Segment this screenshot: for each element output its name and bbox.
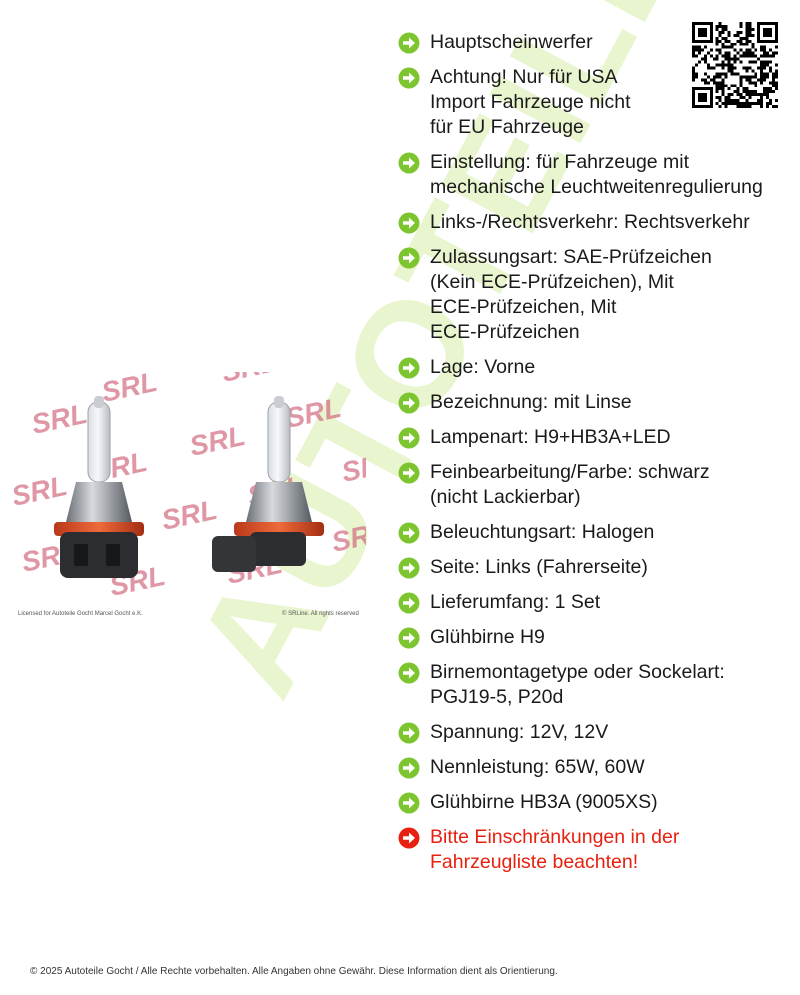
footer-copyright: © 2025 Autoteile Gocht / Alle Rechte vor… (30, 966, 558, 977)
feature-text: Links-/Rechtsverkehr: Rechtsverkehr (430, 211, 750, 233)
feature-text: Seite: Links (Fahrerseite) (430, 556, 648, 578)
feature-item: Spannung: 12V, 12V (398, 720, 793, 745)
feature-item: Links-/Rechtsverkehr: Rechtsverkehr (398, 210, 793, 235)
feature-item: Feinbearbeitung/Farbe: schwarz (nicht La… (398, 460, 793, 510)
arrow-circle-green-icon (398, 557, 420, 579)
feature-item: Zulassungsart: SAE-Prüfzeichen (Kein ECE… (398, 245, 793, 345)
arrow-circle-green-icon (398, 662, 420, 684)
feature-item: Hauptscheinwerfer (398, 30, 793, 55)
feature-text: Bitte Einschränkungen in der Fahrzeuglis… (430, 826, 680, 873)
arrow-circle-green-icon (398, 212, 420, 234)
srl-brand-mark: SRL (329, 516, 366, 558)
feature-text: Birnemontagetype oder Sockelart: PGJ19-5… (430, 661, 725, 708)
srl-brand-mark: SRL (29, 398, 90, 440)
qr-code[interactable] (692, 22, 778, 108)
srl-brand-mark: SRL (14, 470, 70, 512)
srl-brand-mark: SRL (159, 494, 220, 536)
srl-brand-mark: SRL (187, 420, 248, 462)
feature-item: Nennleistung: 65W, 60W (398, 755, 793, 780)
arrow-circle-green-icon (398, 792, 420, 814)
feature-text: Hauptscheinwerfer (430, 31, 593, 53)
bulb-left (54, 396, 144, 578)
srl-brand-mark: SRL (283, 392, 344, 434)
feature-item: Glühbirne H9 (398, 625, 793, 650)
arrow-circle-green-icon (398, 152, 420, 174)
bulb-right (212, 396, 324, 572)
photo-caption-right: © SRLine. All rights reserved (282, 610, 359, 617)
arrow-circle-green-icon (398, 722, 420, 744)
arrow-circle-green-icon (398, 67, 420, 89)
srl-brand-mark: SRL (339, 446, 366, 488)
feature-item: Glühbirne HB3A (9005XS) (398, 790, 793, 815)
feature-item: Beleuchtungsart: Halogen (398, 520, 793, 545)
srl-brand-mark: SRL (99, 372, 160, 408)
arrow-circle-red-icon (398, 827, 420, 849)
feature-item: Achtung! Nur für USA Import Fahrzeuge ni… (398, 65, 793, 140)
arrow-circle-green-icon (398, 32, 420, 54)
arrow-circle-green-icon (398, 357, 420, 379)
arrow-circle-green-icon (398, 247, 420, 269)
feature-text: Feinbearbeitung/Farbe: schwarz (nicht La… (430, 461, 710, 508)
feature-item: Bezeichnung: mit Linse (398, 390, 793, 415)
photo-caption-left: Licensed for Autoteile Gocht Marcel Goch… (18, 611, 143, 617)
feature-text: Einstellung: für Fahrzeuge mit mechanisc… (430, 151, 763, 198)
feature-text: Glühbirne HB3A (9005XS) (430, 791, 658, 813)
arrow-circle-green-icon (398, 522, 420, 544)
product-image: SRLSRLSRLSRLSRLSRLSRLSRLSRLSRLSRLSRLSRLS… (9, 346, 400, 620)
feature-item: Lage: Vorne (398, 355, 793, 380)
srl-brand-mark: SRL (219, 372, 280, 388)
feature-text: Bezeichnung: mit Linse (430, 391, 632, 413)
feature-text: Zulassungsart: SAE-Prüfzeichen (Kein ECE… (430, 246, 712, 343)
arrow-circle-green-icon (398, 627, 420, 649)
feature-item: Einstellung: für Fahrzeuge mit mechanisc… (398, 150, 793, 200)
arrow-circle-green-icon (398, 757, 420, 779)
feature-item: Lampenart: H9+HB3A+LED (398, 425, 793, 450)
feature-text: Glühbirne H9 (430, 626, 545, 648)
halogen-bulbs-illustration: SRLSRLSRLSRLSRLSRLSRLSRLSRLSRLSRLSRLSRLS… (9, 346, 400, 617)
feature-text: Nennleistung: 65W, 60W (430, 756, 645, 778)
feature-item: Seite: Links (Fahrerseite) (398, 555, 793, 580)
arrow-circle-green-icon (398, 462, 420, 484)
feature-text: Spannung: 12V, 12V (430, 721, 609, 743)
feature-item: Lieferumfang: 1 Set (398, 590, 793, 615)
feature-text: Lampenart: H9+HB3A+LED (430, 426, 671, 448)
feature-text: Lage: Vorne (430, 356, 536, 378)
feature-text: Lieferumfang: 1 Set (430, 591, 601, 613)
feature-text: Beleuchtungsart: Halogen (430, 521, 655, 543)
warning-item: Bitte Einschränkungen in der Fahrzeuglis… (398, 825, 793, 875)
arrow-circle-green-icon (398, 592, 420, 614)
feature-text: Achtung! Nur für USA Import Fahrzeuge ni… (430, 66, 631, 138)
arrow-circle-green-icon (398, 427, 420, 449)
arrow-circle-green-icon (398, 392, 420, 414)
feature-item: Birnemontagetype oder Sockelart: PGJ19-5… (398, 660, 793, 710)
